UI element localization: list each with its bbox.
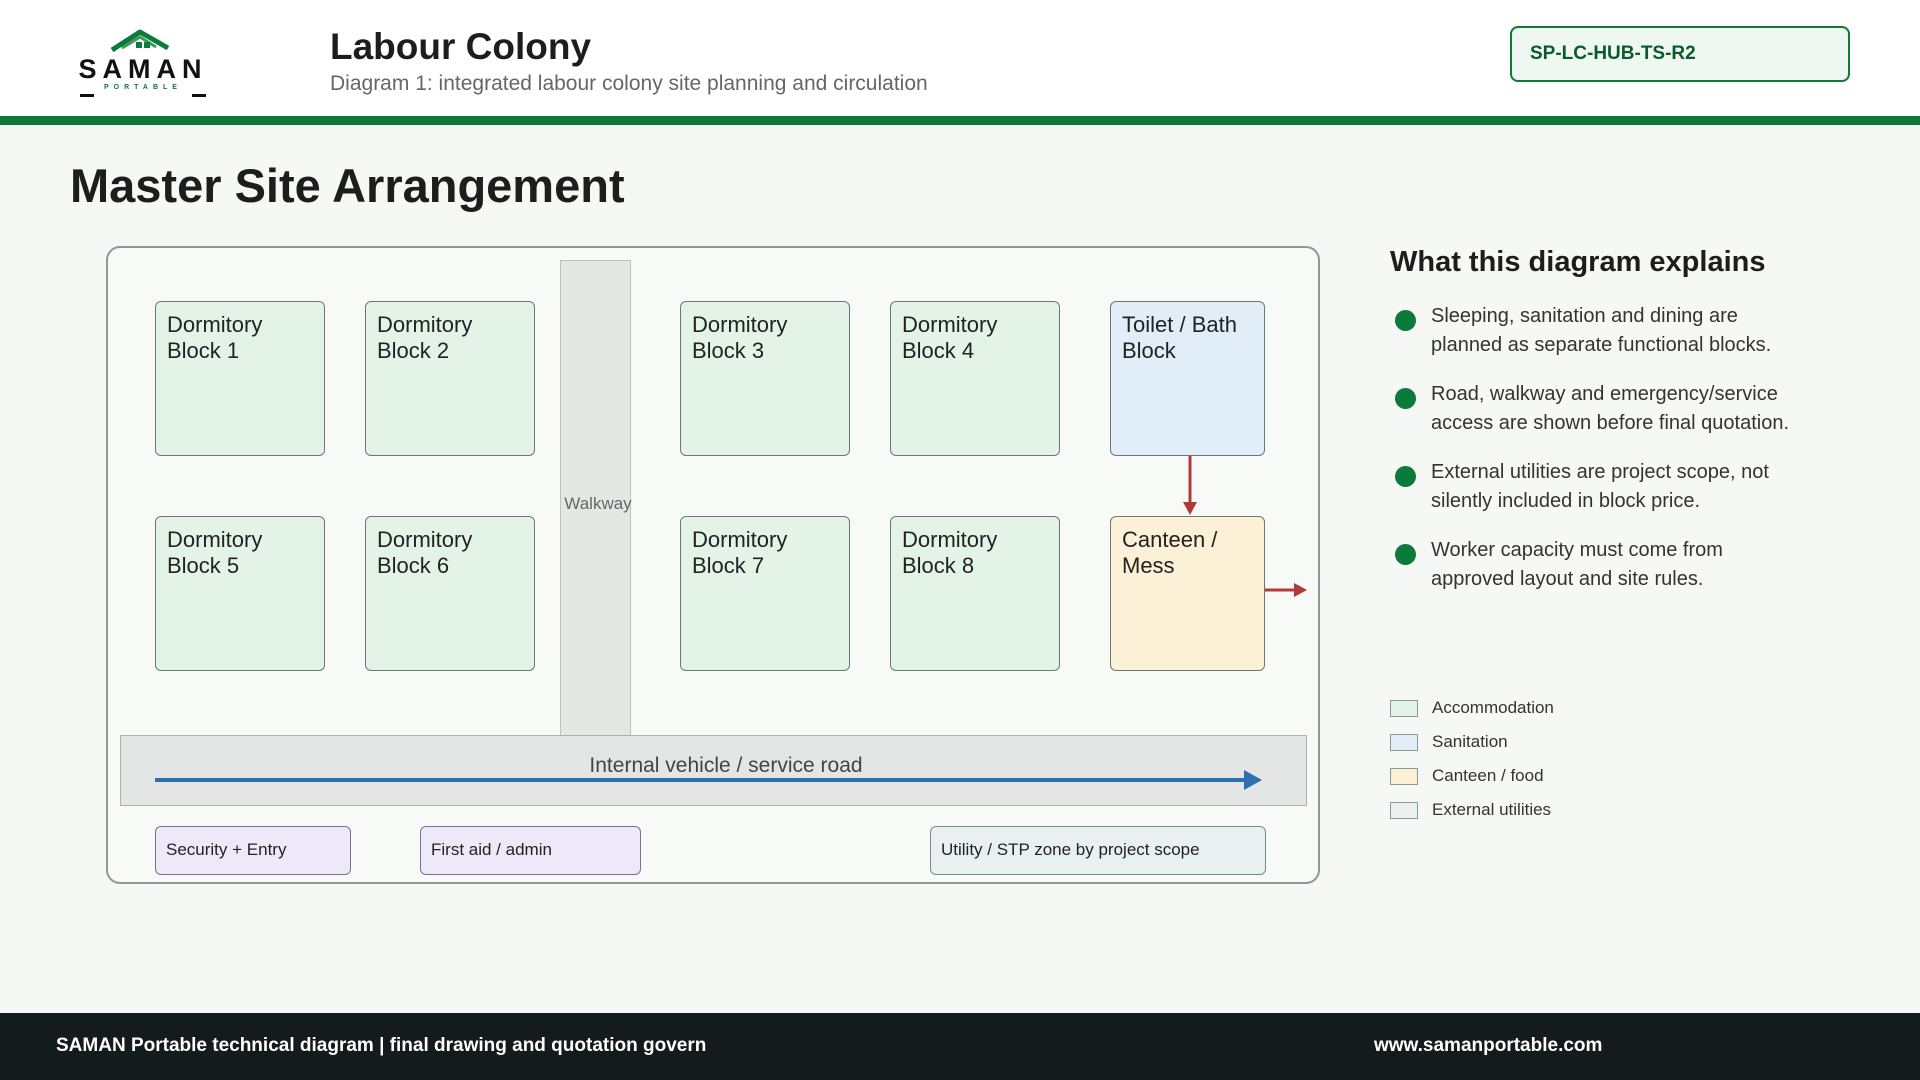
- header-divider: [0, 116, 1920, 125]
- service-road: [120, 735, 1307, 806]
- canteen-mess-block: Canteen / Mess: [1110, 516, 1265, 671]
- bullet-text: External utilities are project scope, no…: [1431, 458, 1881, 516]
- legend-label: Canteen / food: [1432, 766, 1544, 785]
- dormitory-block-1: Dormitory Block 1: [155, 301, 325, 456]
- dormitory-block-4: Dormitory Block 4: [890, 301, 1060, 456]
- legend-swatch: [1390, 802, 1418, 819]
- block-label-line1: Toilet / Bath: [1122, 312, 1237, 337]
- logo-bar-left: [80, 94, 94, 97]
- block-label-line1: Dormitory: [692, 527, 788, 552]
- page-subtitle: Diagram 1: integrated labour colony site…: [330, 72, 928, 95]
- first-aid-admin-box: First aid / admin: [420, 826, 641, 875]
- block-label-line2: Block 2: [377, 338, 450, 363]
- bullet-line2: access are shown before final quotation.: [1431, 412, 1789, 434]
- dormitory-block-3: Dormitory Block 3: [680, 301, 850, 456]
- legend-label: Sanitation: [1432, 732, 1508, 751]
- bullet-line2: planned as separate functional blocks.: [1431, 334, 1772, 356]
- legend-label: Accommodation: [1432, 698, 1554, 717]
- bullet-text: Road, walkway and emergency/service acce…: [1431, 380, 1881, 438]
- block-label-line2: Block 4: [902, 338, 975, 363]
- dormitory-block-5: Dormitory Block 5: [155, 516, 325, 671]
- bullet-dot-icon: [1395, 388, 1416, 409]
- service-road-label: Internal vehicle / service road: [589, 754, 863, 777]
- block-label-line2: Block 7: [692, 553, 765, 578]
- block-label-line1: Dormitory: [377, 312, 473, 337]
- bullet-dot-icon: [1395, 310, 1416, 331]
- footer-disclaimer: SAMAN Portable technical diagram | final…: [56, 1035, 707, 1056]
- bullet-line2: silently included in block price.: [1431, 490, 1701, 512]
- footer: SAMAN Portable technical diagram | final…: [0, 1013, 1920, 1080]
- section-title: Master Site Arrangement: [70, 159, 625, 212]
- bullet-line1: Sleeping, sanitation and dining are: [1431, 305, 1738, 327]
- canteen-exit-arrow: [1265, 583, 1307, 597]
- block-label-line1: Dormitory: [167, 312, 263, 337]
- block-label-line1: Dormitory: [902, 527, 998, 552]
- dormitory-block-6: Dormitory Block 6: [365, 516, 535, 671]
- legend-swatch: [1390, 700, 1418, 717]
- bullet-line1: External utilities are project scope, no…: [1431, 461, 1769, 483]
- block-label-line2: Mess: [1122, 553, 1175, 578]
- bullet-dot-icon: [1395, 466, 1416, 487]
- block-label-line2: Block 1: [167, 338, 240, 363]
- block-label-line2: Block 6: [377, 553, 450, 578]
- block-label-line1: Dormitory: [692, 312, 788, 337]
- block-label-line1: Dormitory: [902, 312, 998, 337]
- road-arrow: [155, 770, 1262, 790]
- bullet-line2: approved layout and site rules.: [1431, 568, 1704, 590]
- logo-tagline: PORTABLE: [104, 84, 182, 91]
- legend-swatch: [1390, 768, 1418, 785]
- footer-website-link[interactable]: www.samanportable.com: [1374, 1035, 1603, 1056]
- block-label-line2: Block: [1122, 338, 1176, 363]
- toilet-to-canteen-arrow: [1183, 456, 1197, 515]
- bullet-line1: Road, walkway and emergency/service: [1431, 383, 1778, 405]
- bullet-text: Sleeping, sanitation and dining are plan…: [1431, 302, 1881, 360]
- walkway-label: Walkway: [564, 494, 632, 513]
- bullet-line1: Worker capacity must come from: [1431, 539, 1723, 561]
- house-roof-icon: [110, 29, 170, 53]
- saman-logo: SAMAN PORTABLE: [78, 28, 208, 97]
- logo-bar-right: [192, 94, 206, 97]
- security-entry-box: Security + Entry: [155, 826, 351, 875]
- dormitory-block-8: Dormitory Block 8: [890, 516, 1060, 671]
- document-code-badge: SP-LC-HUB-TS-R2: [1510, 26, 1850, 82]
- block-label-line1: Dormitory: [377, 527, 473, 552]
- legend-label: External utilities: [1432, 800, 1552, 819]
- block-label-line1: Canteen /: [1122, 527, 1218, 552]
- legend-swatch: [1390, 734, 1418, 751]
- page-title: Labour Colony: [330, 26, 592, 67]
- bullet-dot-icon: [1395, 544, 1416, 565]
- dormitory-block-2: Dormitory Block 2: [365, 301, 535, 456]
- dormitory-block-7: Dormitory Block 7: [680, 516, 850, 671]
- block-label-line2: Block 5: [167, 553, 240, 578]
- bullet-text: Worker capacity must come from approved …: [1431, 536, 1881, 594]
- header: SAMAN PORTABLE Labour Colony Diagram 1: …: [0, 0, 1920, 116]
- block-label-line2: Block 3: [692, 338, 765, 363]
- block-label-line1: Dormitory: [167, 527, 263, 552]
- utility-stp-zone-box: Utility / STP zone by project scope: [930, 826, 1266, 875]
- block-label-line2: Block 8: [902, 553, 975, 578]
- walkway-strip: [560, 260, 631, 736]
- logo-wordmark: SAMAN: [78, 54, 208, 84]
- explanation-title: What this diagram explains: [1390, 246, 1766, 278]
- toilet-bath-block: Toilet / Bath Block: [1110, 301, 1265, 456]
